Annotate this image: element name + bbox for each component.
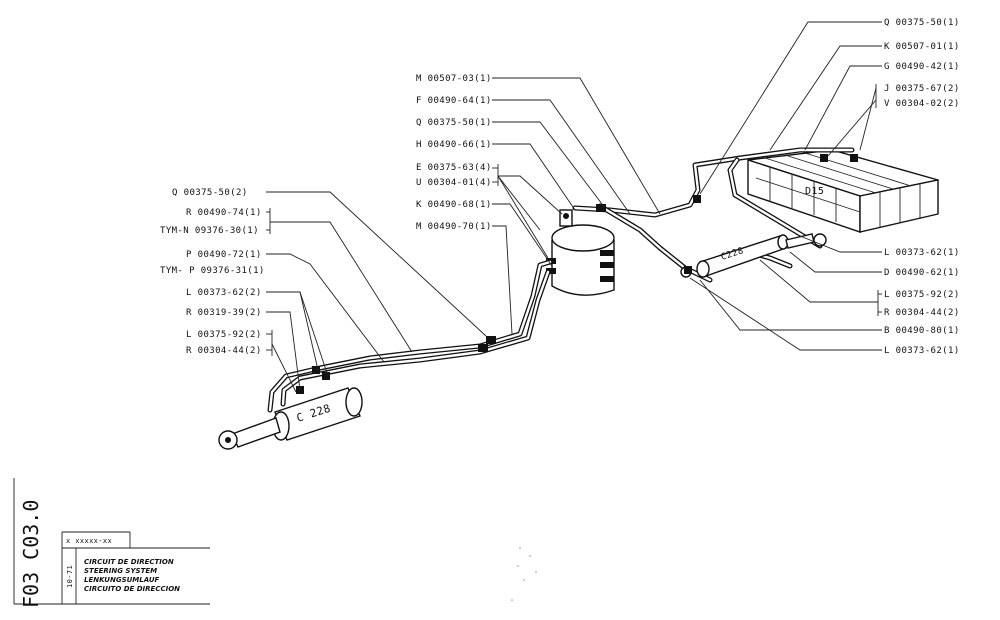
block-d15-label: D15 [805, 186, 824, 197]
label-tym-p-09376-31: TYM- P 09376-31(1) [160, 266, 265, 276]
label-g-00490-42: G 00490-42(1) [884, 62, 960, 72]
label-l-00373-62-1-b: L 00373-62(1) [884, 346, 960, 356]
sheet-code: F03 C03.0 [19, 500, 43, 608]
label-d-00490-62: D 00490-62(1) [884, 268, 960, 278]
label-p-00490-72: P 00490-72(1) [186, 250, 262, 260]
label-h-00490-66: H 00490-66(1) [416, 140, 492, 150]
label-r-00304-44-right: R 00304-44(2) [884, 308, 960, 318]
label-b-00490-80: B 00490-80(1) [884, 326, 960, 336]
label-q-00375-50-2: Q 00375-50(2) [172, 188, 248, 198]
title-en: STEERING SYSTEM [84, 567, 157, 575]
label-f-00490-64: F 00490-64(1) [416, 96, 492, 106]
label-r-00304-44-left: R 00304-44(2) [186, 346, 262, 356]
title-block: x xxxxx-xx 10-71 CIRCUIT DE DIRECTION ST… [13, 478, 210, 608]
label-l-00375-92-right: L 00375-92(2) [884, 290, 960, 300]
label-l-00373-62-1-a: L 00373-62(1) [884, 248, 960, 258]
label-v-00304-02: V 00304-02(2) [884, 99, 960, 109]
scan-specks [511, 547, 537, 601]
label-u-00304-01: U 00304-01(4) [416, 178, 492, 188]
reservoir-tank [546, 209, 615, 296]
label-m-00507-03: M 00507-03(1) [416, 74, 492, 84]
label-q-00375-50-mid: Q 00375-50(1) [416, 118, 492, 128]
title-es: CIRCUITO DE DIRECCION [84, 585, 180, 593]
label-r-00319-39: R 00319-39(2) [186, 308, 262, 318]
label-l-00373-62-2: L 00373-62(2) [186, 288, 262, 298]
title-ref-code: x xxxxx-xx [66, 537, 112, 545]
label-l-00375-92-left: L 00375-92(2) [186, 330, 262, 340]
label-m-00490-70: M 00490-70(1) [416, 222, 492, 232]
label-k-00507-01: K 00507-01(1) [884, 42, 960, 52]
leader-lines [266, 21, 882, 393]
title-fr: CIRCUIT DE DIRECTION [84, 558, 174, 566]
label-k-00490-68: K 00490-68(1) [416, 200, 492, 210]
part-labels: Q 00375-50(1) K 00507-01(1) G 00490-42(1… [160, 18, 960, 356]
label-tym-n-09376-30: TYM-N 09376-30(1) [160, 226, 259, 236]
label-j-00375-67: J 00375-67(2) [884, 84, 960, 94]
block-d15: D15 [747, 149, 939, 233]
cylinder-left: C 228 [218, 387, 363, 450]
cylinder-right: C228 [680, 233, 827, 278]
hydraulic-pipes [267, 147, 855, 413]
label-e-00375-63: E 00375-63(4) [416, 163, 492, 173]
label-q-00375-50-top: Q 00375-50(1) [884, 18, 960, 28]
label-r-00490-74: R 00490-74(1) [186, 208, 262, 218]
title-date: 10-71 [66, 565, 74, 588]
title-de: LENKUNGSUMLAUF [84, 576, 160, 584]
